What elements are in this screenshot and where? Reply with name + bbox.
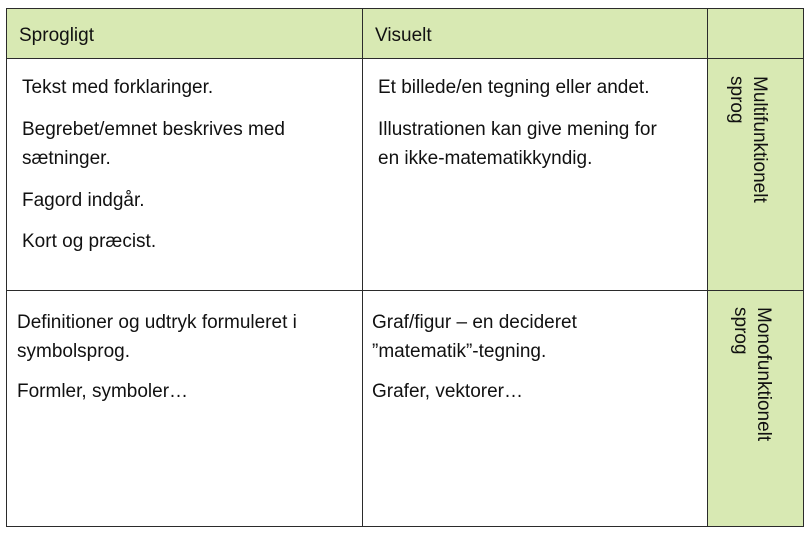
- row2-sprogligt-line3: Formler, symboler…: [17, 381, 189, 402]
- header-cell-visuelt: Visuelt: [362, 8, 708, 59]
- language-table: Sprogligt Visuelt Tekst med forklaringer…: [6, 8, 804, 527]
- row2-label-cell: Monofunktionelt sprog: [707, 290, 804, 527]
- row1-sprogligt-cell: Tekst med forklaringer. Begrebet/emnet b…: [6, 58, 363, 291]
- row2-visuelt-line1: Graf/figur – en decideret: [372, 312, 577, 333]
- row1-sprogligt-line5: Kort og præcist.: [22, 231, 157, 252]
- header-sprogligt: Sprogligt: [19, 25, 94, 46]
- row2-sprogligt-line2: symbolsprog.: [17, 341, 130, 362]
- header-visuelt: Visuelt: [375, 25, 432, 46]
- row1-label-line2: sprog: [726, 76, 747, 124]
- row1-sprogligt-line4: Fagord indgår.: [22, 190, 145, 211]
- row1-label-cell: Multifunktionelt sprog: [707, 58, 804, 291]
- row2-label-line2: sprog: [730, 307, 751, 355]
- row1-sprogligt-line1: Tekst med forklaringer.: [22, 77, 214, 98]
- header-cell-empty: [707, 8, 804, 59]
- row2-sprogligt-cell: Definitioner og udtryk formuleret i symb…: [6, 290, 363, 527]
- row1-label-line1: Multifunktionelt: [749, 76, 770, 203]
- row2-visuelt-line2: ”matematik”-tegning.: [372, 341, 547, 362]
- row1-visuelt-line2: Illustrationen kan give mening for: [378, 119, 657, 140]
- header-cell-sprogligt: Sprogligt: [6, 8, 363, 59]
- row2-sprogligt-line1: Definitioner og udtryk formuleret i: [17, 312, 297, 333]
- row1-sprogligt-line3: sætninger.: [22, 148, 111, 169]
- row2-visuelt-cell: Graf/figur – en decideret ”matematik”-te…: [362, 290, 708, 527]
- row2-visuelt-line3: Grafer, vektorer…: [372, 381, 523, 402]
- row2-label-line1: Monofunktionelt: [753, 307, 774, 442]
- row1-visuelt-cell: Et billede/en tegning eller andet. Illus…: [362, 58, 708, 291]
- row1-sprogligt-line2: Begrebet/emnet beskrives med: [22, 119, 285, 140]
- row1-visuelt-line1: Et billede/en tegning eller andet.: [378, 77, 650, 98]
- row1-visuelt-line3: en ikke-matematikkyndig.: [378, 148, 593, 169]
